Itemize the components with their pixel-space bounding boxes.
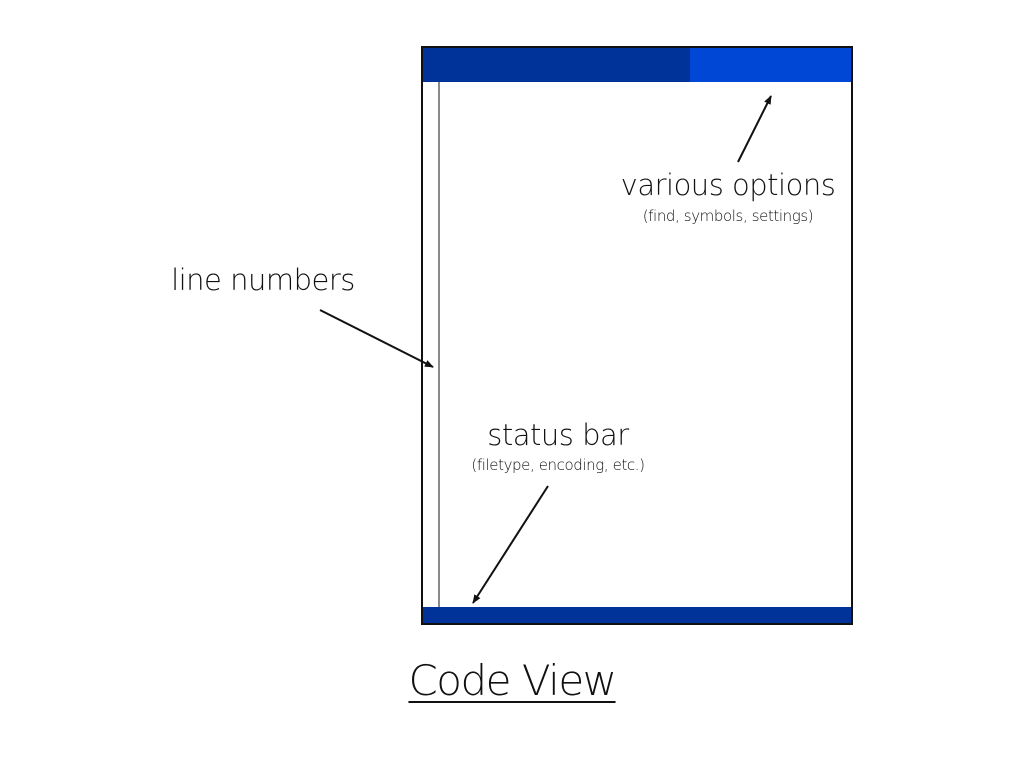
various-options-label: various options [620, 168, 836, 202]
various-options-sublabel: (find, symbols, settings) [642, 207, 814, 225]
top-bar-main-section [423, 48, 690, 82]
line-number-gutter-divider [438, 82, 440, 610]
status-bar-sublabel: (filetype, encoding, etc.) [471, 456, 645, 474]
options-bar-section[interactable] [690, 48, 851, 82]
line-numbers-label: line numbers [171, 263, 355, 297]
code-view-window [421, 46, 853, 625]
status-bar-label: status bar [487, 418, 629, 452]
status-bar [423, 607, 851, 623]
top-bar [423, 48, 851, 82]
page-title: Code View [408, 656, 617, 705]
line-numbers-arrow [319, 309, 434, 368]
